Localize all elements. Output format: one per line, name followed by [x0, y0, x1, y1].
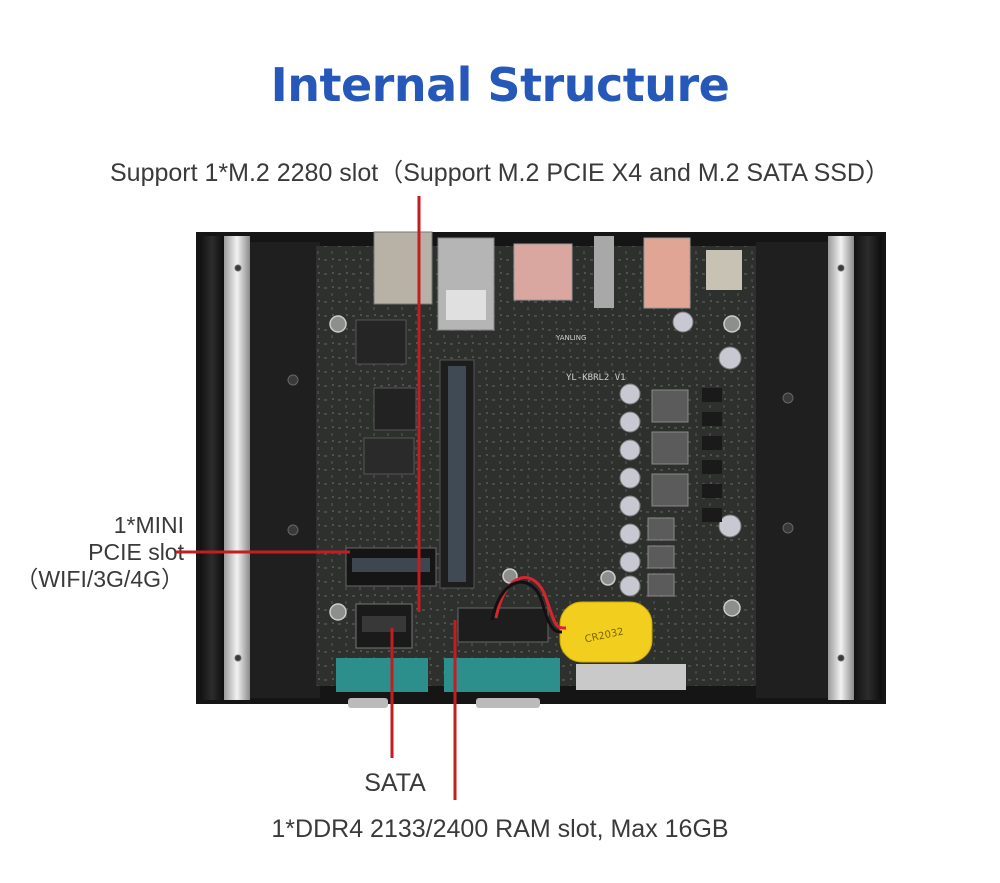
mini-pc-internal-photo: YL-KBRL2 V1 YANLING CR2032 — [196, 231, 886, 708]
com-port-2 — [444, 658, 560, 692]
right-inner-wall — [756, 242, 828, 698]
mosfets — [702, 388, 722, 522]
capacitors — [619, 311, 742, 597]
right-heatsink-fin — [854, 236, 882, 700]
foot-right — [476, 698, 540, 708]
left-heatsink-fin — [200, 236, 224, 700]
sata-port-inner — [362, 616, 406, 632]
chip-1 — [373, 387, 417, 431]
m2-slot-contacts — [448, 366, 466, 582]
mini-pcie-label: 1*MINI PCIE slot （WIFI/3G/4G） — [0, 512, 184, 593]
right-rail — [828, 236, 854, 700]
chip-2 — [363, 437, 415, 475]
m2-slot-label: Support 1*M.2 2280 slot（Support M.2 PCIE… — [109, 159, 890, 187]
left-inner-wall — [250, 242, 320, 698]
ram-slot-latch — [457, 607, 549, 643]
board-brand-text: YANLING — [555, 334, 586, 342]
ddr4-slot-label: 1*DDR4 2133/2400 RAM slot, Max 16GB — [271, 815, 729, 843]
board-screws — [329, 315, 741, 621]
usb-port-1 — [513, 243, 573, 301]
board-model-text: YL-KBRL2 V1 — [566, 373, 626, 383]
mini-pcie-label-line1: 1*MINI — [113, 512, 184, 538]
lan-transformer — [446, 290, 486, 320]
inductors — [647, 389, 689, 597]
dc-jack — [594, 236, 614, 308]
usb-port-2 — [643, 237, 691, 309]
com-port-1 — [336, 658, 428, 692]
audio-port — [373, 231, 433, 305]
battery-wire-black — [490, 580, 563, 634]
mini-pcie-contacts — [352, 558, 430, 572]
mini-pcie-label-line2: PCIE slot — [88, 539, 184, 565]
foot-left — [348, 698, 388, 708]
power-button — [706, 250, 742, 290]
wall-screws — [234, 264, 845, 662]
left-rail — [224, 236, 250, 700]
sata-label: SATA — [364, 769, 426, 797]
chip-3 — [355, 319, 407, 365]
usb-rear-ports — [576, 664, 686, 690]
page-title: Internal Structure — [270, 58, 730, 112]
mini-pcie-label-line3: （WIFI/3G/4G） — [15, 566, 184, 592]
